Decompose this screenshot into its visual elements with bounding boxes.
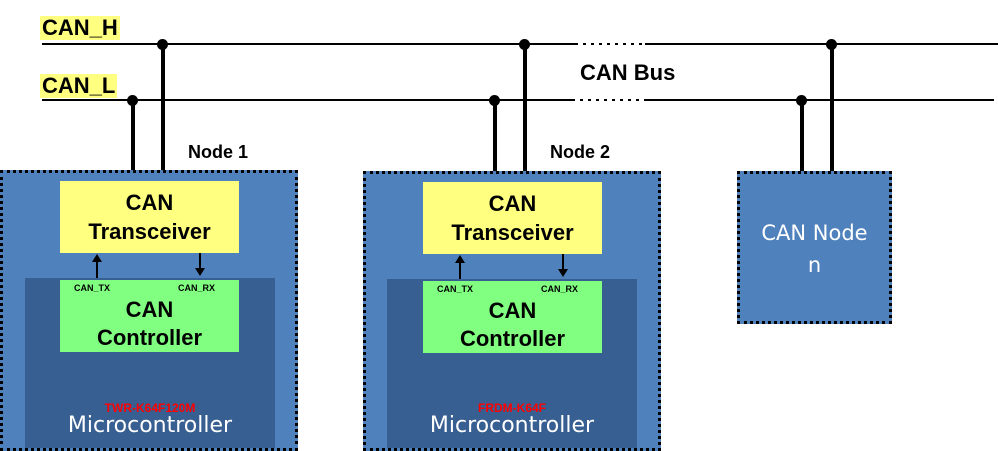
node1-transceiver-line1: CAN [125, 190, 174, 215]
noden-can-l-stub [800, 100, 804, 174]
node2-tx-arrow-icon [455, 255, 465, 263]
node1-controller: CAN_TX CAN_RX CAN Controller [60, 280, 239, 352]
node1-can-h-stub [161, 44, 165, 182]
can-h-line [42, 43, 575, 45]
node2-transceiver: CAN Transceiver [423, 182, 602, 254]
node2-board-label: FRDM-K64F [478, 401, 546, 415]
can-h-continuation [575, 43, 645, 45]
node1-transceiver-line2: Transceiver [88, 219, 211, 244]
node1-board-label: TWR-K64F120M [104, 401, 196, 415]
can-h-label: CAN_H [40, 15, 120, 40]
node2-tx-label: CAN_TX [437, 284, 474, 294]
can-l-continuation [572, 99, 644, 101]
node1-tx-label: CAN_TX [74, 283, 111, 293]
node2-can-l-stub [493, 100, 497, 182]
node2-title: Node 2 [550, 142, 611, 162]
node1-rx-arrow-shaft [199, 253, 201, 268]
node2-rx-label: CAN_RX [541, 284, 579, 294]
node2-controller-line2: Controller [459, 326, 566, 351]
noden-can-h-stub [830, 44, 834, 174]
node1-title: Node 1 [188, 142, 249, 162]
node2-controller-line1: CAN [488, 298, 537, 323]
can-l-line [42, 99, 572, 101]
node2-mcu-label: Microcontroller [429, 413, 595, 438]
noden-label-line1: CAN Node [761, 221, 868, 245]
node2-rx-arrow-shaft [562, 254, 564, 269]
noden-label: CAN Node n [737, 217, 892, 281]
noden-label-line2: n [807, 253, 822, 277]
node1-rx-arrow-icon [195, 268, 205, 276]
node1-controller-line2: Controller [96, 325, 203, 350]
node1-rx-label: CAN_RX [178, 283, 216, 293]
node1-transceiver: CAN Transceiver [60, 181, 239, 253]
can-h-line-right [645, 43, 998, 45]
node1-controller-line1: CAN [125, 297, 174, 322]
node1-tx-arrow-shaft [96, 261, 98, 278]
node1-can-l-stub [131, 100, 135, 182]
node2-transceiver-line2: Transceiver [451, 220, 574, 245]
node2-controller: CAN_TX CAN_RX CAN Controller [423, 281, 602, 353]
can-l-line-right [644, 99, 994, 101]
node1-tx-arrow-icon [92, 254, 102, 262]
noden-box [737, 171, 892, 324]
can-bus-title: CAN Bus [580, 60, 676, 85]
can-l-label: CAN_L [40, 73, 118, 98]
node1-mcu-label: Microcontroller [67, 413, 233, 438]
node2-tx-arrow-shaft [459, 262, 461, 279]
node2-can-h-stub [523, 44, 527, 182]
node2-rx-arrow-icon [558, 269, 568, 277]
node2-transceiver-line1: CAN [488, 191, 537, 216]
